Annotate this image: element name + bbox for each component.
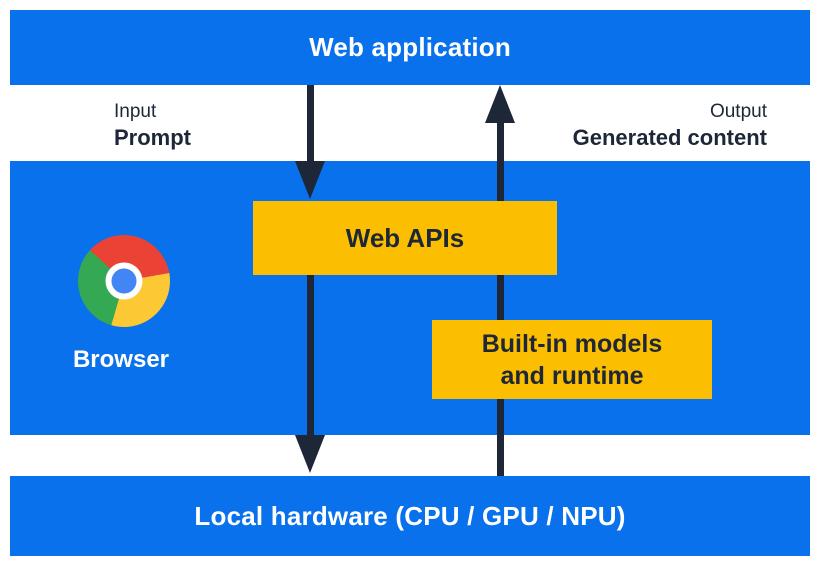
builtin-models-label: Built-in models and runtime <box>481 329 663 390</box>
web-application-label: Web application <box>309 32 511 62</box>
output-arrow-head-icon <box>485 85 515 123</box>
web-application-bar: Web application <box>10 10 810 85</box>
output-label-group: Output Generated content <box>573 100 767 152</box>
prompt-label: Prompt <box>114 125 191 150</box>
input-arrow-upper-line <box>307 85 314 164</box>
input-arrow-lower-line <box>307 275 314 437</box>
browser-label: Browser <box>72 346 170 373</box>
output-arrow-line <box>497 120 504 476</box>
builtin-models-box: Built-in models and runtime <box>432 320 712 399</box>
input-caption: Input <box>114 101 157 122</box>
input-arrow-lower-head-icon <box>295 435 325 473</box>
output-caption: Output <box>709 101 767 122</box>
web-apis-box: Web APIs <box>253 201 557 275</box>
generated-content-label: Generated content <box>572 125 767 150</box>
chrome-logo-center <box>105 262 143 300</box>
web-apis-label: Web APIs <box>345 222 465 253</box>
chrome-logo-icon <box>78 235 170 327</box>
input-arrow-upper-head-icon <box>295 161 325 199</box>
local-hardware-label: Local hardware (CPU / GPU / NPU) <box>194 500 626 531</box>
input-label-group: Input Prompt <box>114 100 191 152</box>
local-hardware-bar: Local hardware (CPU / GPU / NPU) <box>10 476 810 556</box>
